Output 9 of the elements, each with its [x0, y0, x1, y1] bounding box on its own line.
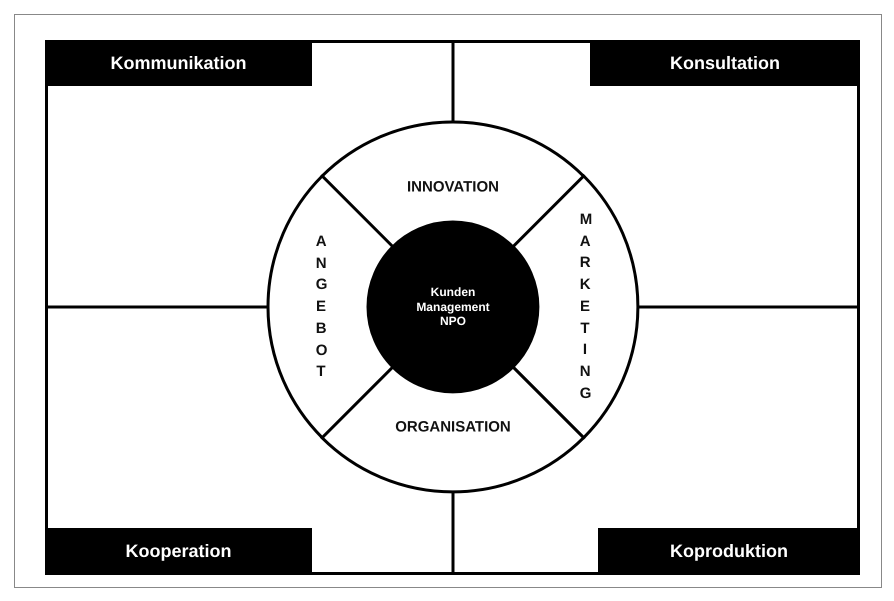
label-box: Konsultation [590, 40, 860, 86]
segment-label: INNOVATION [407, 178, 499, 196]
label-box: Koproduktion [598, 528, 860, 575]
label-box: Kooperation [45, 528, 312, 575]
label-box: Kommunikation [45, 40, 312, 86]
segment-label: ANGEBOT [316, 232, 326, 382]
center-label: Kunden Management NPO [415, 285, 491, 329]
segment-label: MARKETING [580, 210, 590, 404]
segment-label: ORGANISATION [395, 418, 511, 436]
